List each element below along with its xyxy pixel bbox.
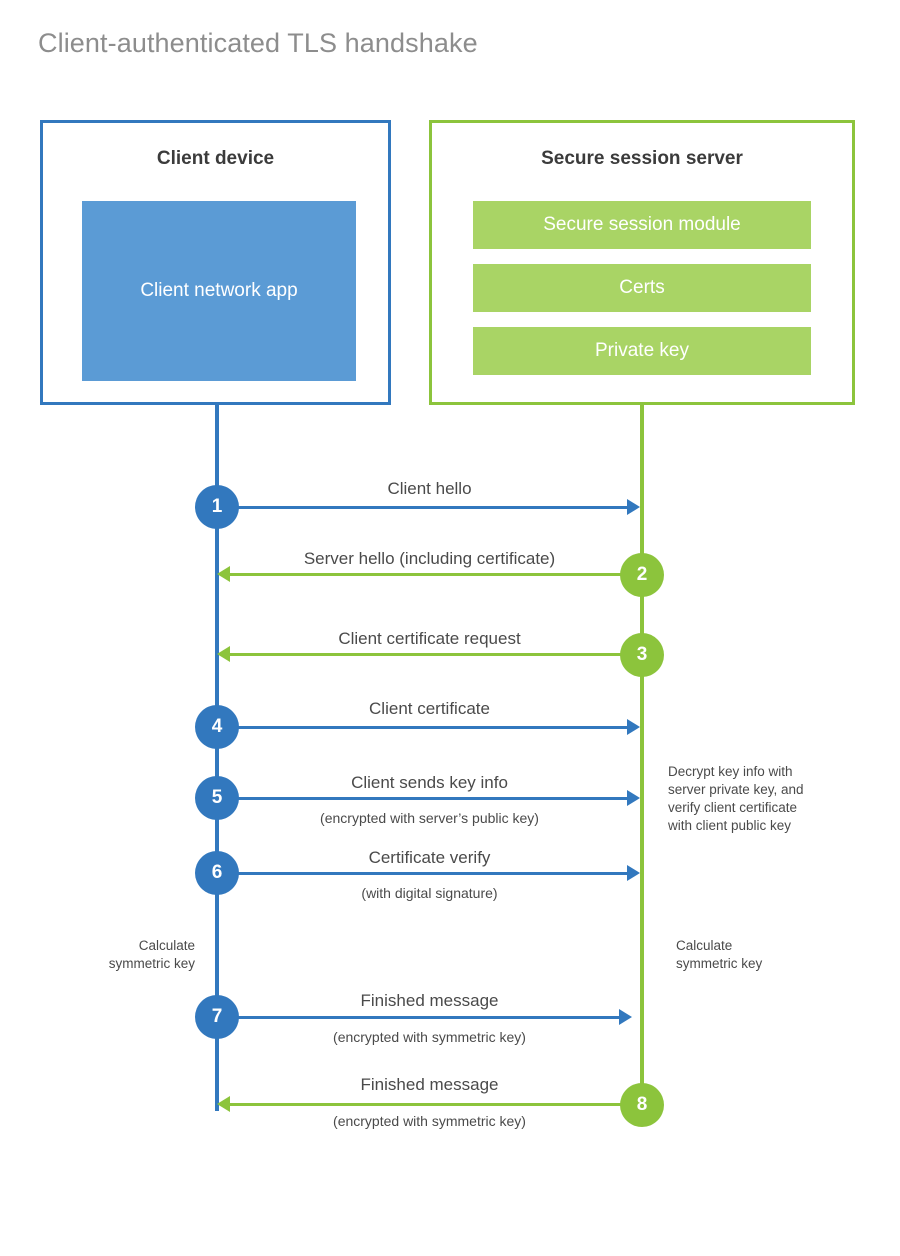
step-1-label: Client hello: [387, 479, 472, 498]
step-2-marker[interactable]: 2: [620, 553, 664, 597]
client-calculate-symmetric-key-note: Calculate symmetric key: [20, 937, 195, 973]
step-8-sublabel: (encrypted with symmetric key): [333, 1113, 526, 1129]
step-4-label: Client certificate: [369, 699, 490, 718]
server-calculate-note-line-2: symmetric key: [676, 956, 763, 971]
step-5-arrowhead: [627, 790, 640, 806]
step-1-marker[interactable]: 1: [195, 485, 239, 529]
server-lifeline: [640, 403, 644, 1105]
step-3-arrowhead: [217, 646, 230, 662]
step-6-label: Certificate verify: [368, 848, 491, 867]
page-title: Client-authenticated TLS handshake: [38, 28, 478, 58]
step-3-marker[interactable]: 3: [620, 633, 664, 677]
server-decrypt-note-line-2: server private key, and: [668, 782, 804, 797]
step-7-label: Finished message: [360, 991, 499, 1010]
server-decrypt-note-line-1: Decrypt key info with: [668, 764, 793, 779]
client-calculate-note-line-1: Calculate: [138, 938, 195, 953]
step-4-arrow-line: [217, 726, 627, 729]
step-8-label: Finished message: [360, 1075, 499, 1094]
step-6-arrow-line: [217, 872, 627, 875]
step-5-label: Client sends key info: [351, 773, 508, 792]
server-calculate-symmetric-key-note: Calculate symmetric key: [676, 937, 851, 973]
step-7-sublabel: (encrypted with symmetric key): [333, 1029, 526, 1045]
step-5-sublabel: (encrypted with server’s public key): [320, 810, 539, 826]
server-calculate-note-line-1: Calculate: [676, 938, 733, 953]
client-device-box: Client device Client network app: [40, 120, 391, 405]
client-network-app-block: Client network app: [82, 201, 356, 381]
client-device-title: Client device: [156, 148, 275, 169]
step-7-arrow-line: [217, 1016, 619, 1019]
server-decrypt-note-line-4: with client public key: [668, 818, 792, 833]
step-6-sublabel: (with digital signature): [361, 885, 498, 901]
server-component-private-key: Private key: [473, 327, 811, 375]
step-8-marker[interactable]: 8: [620, 1083, 664, 1127]
step-2-label: Server hello (including certificate): [303, 549, 556, 568]
step-7-arrowhead: [619, 1009, 632, 1025]
client-calculate-note-line-2: symmetric key: [108, 956, 195, 971]
step-5-arrow-line: [217, 797, 627, 800]
step-4-marker[interactable]: 4: [195, 705, 239, 749]
client-lifeline: [215, 403, 219, 1111]
step-8-arrow-line: [230, 1103, 642, 1106]
step-8-arrowhead: [217, 1096, 230, 1112]
server-decrypt-note: Decrypt key info with server private key…: [668, 763, 843, 835]
step-1-arrow-line: [217, 506, 627, 509]
step-3-label: Client certificate request: [338, 629, 521, 648]
server-component-certs: Certs: [473, 264, 811, 312]
step-7-marker[interactable]: 7: [195, 995, 239, 1039]
secure-session-server-title: Secure session server: [541, 148, 743, 169]
server-component-secure-session-module: Secure session module: [473, 201, 811, 249]
step-2-arrowhead: [217, 566, 230, 582]
server-decrypt-note-line-3: verify client certificate: [668, 800, 798, 815]
step-6-arrowhead: [627, 865, 640, 881]
secure-session-server-box: Secure session server Secure session mod…: [429, 120, 855, 405]
step-5-marker[interactable]: 5: [195, 776, 239, 820]
step-6-marker[interactable]: 6: [195, 851, 239, 895]
step-2-arrow-line: [230, 573, 642, 576]
step-1-arrowhead: [627, 499, 640, 515]
step-3-arrow-line: [230, 653, 642, 656]
step-4-arrowhead: [627, 719, 640, 735]
